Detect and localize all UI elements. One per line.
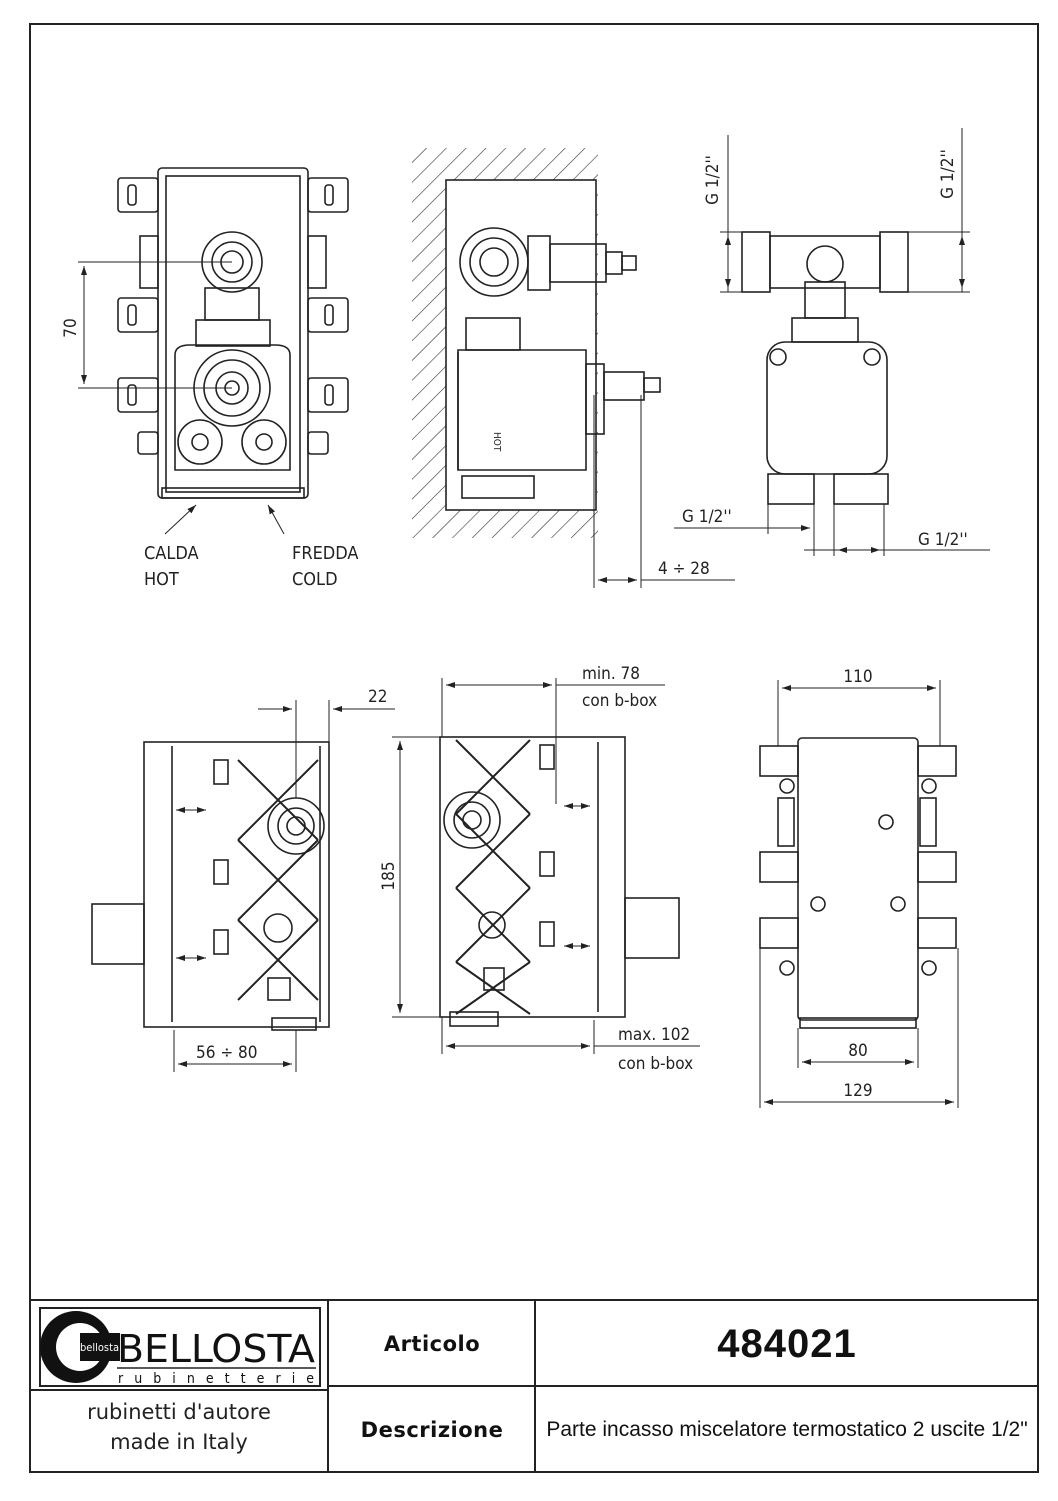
front-dim-height: 70 [61, 318, 81, 337]
box-back-dim-inner: 80 [848, 1041, 867, 1061]
conn-dim-top-right: G 1/2'' [938, 149, 958, 199]
box-left-dim-top: 22 [368, 687, 387, 707]
articolo-label: Articolo [383, 1332, 481, 1356]
box-mid-dim-min: min. 78 [582, 664, 640, 684]
box-back-dim-total: 129 [843, 1081, 872, 1101]
box-left-view [91, 700, 395, 1072]
side-wall-view: HOT [412, 148, 735, 588]
box-mid-dim-max: max. 102 [618, 1025, 690, 1045]
label-hot-en: HOT [144, 569, 179, 590]
brand-logo: bellosta BELLOSTA rubinetterie [39, 1307, 321, 1387]
box-back-dim-top: 110 [843, 667, 872, 687]
articolo-value: 484021 [717, 1321, 857, 1366]
front-view [78, 167, 349, 535]
conn-dim-top-left: G 1/2'' [703, 155, 723, 205]
label-cold-en: COLD [292, 569, 338, 590]
tagline-2: made in Italy [110, 1430, 248, 1454]
conn-dim-bottom-left: G 1/2'' [682, 507, 732, 527]
box-mid-dim-min-note: con b-box [582, 691, 657, 711]
title-block-grid [30, 1299, 1038, 1472]
descrizione-label: Descrizione [360, 1418, 504, 1442]
box-mid-dim-max-note: con b-box [618, 1054, 693, 1074]
box-mid-dim-height: 185 [379, 861, 399, 890]
side-dim-depth: 4 ÷ 28 [658, 559, 710, 579]
brand-logo-small: bellosta [80, 1341, 119, 1354]
label-cold-it: FREDDA [292, 543, 359, 564]
connection-view [674, 128, 990, 556]
label-hot-it: CALDA [144, 543, 199, 564]
brand-sub: rubinetterie [118, 1371, 314, 1387]
tagline-1: rubinetti d'autore [87, 1400, 271, 1424]
conn-dim-bottom-right: G 1/2'' [918, 530, 968, 550]
box-left-dim-bottom: 56 ÷ 80 [196, 1043, 257, 1063]
box-mid-view [392, 678, 700, 1054]
svg-text:HOT: HOT [491, 432, 502, 452]
box-back-view [759, 680, 959, 1108]
brand-name: BELLOSTA [117, 1327, 316, 1371]
descrizione-value: Parte incasso miscelatore termostatico 2… [546, 1418, 1028, 1441]
